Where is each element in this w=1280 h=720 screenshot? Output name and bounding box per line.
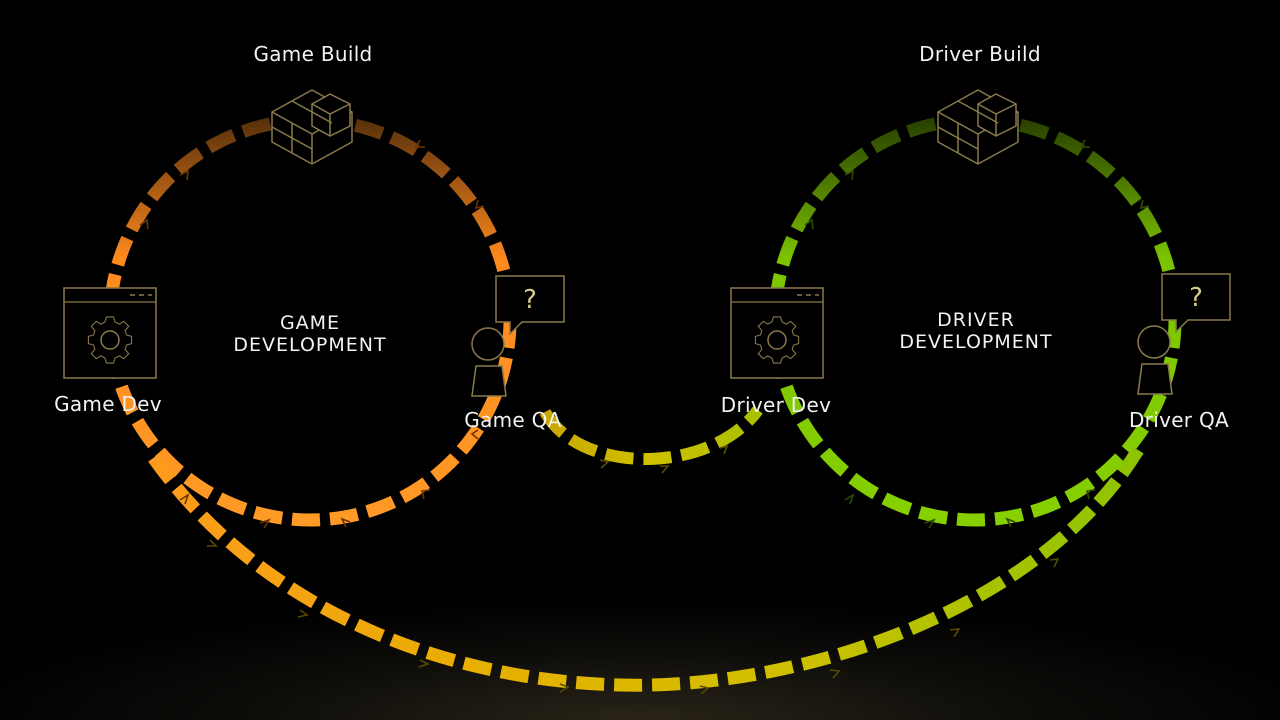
driver-dev-gear-window-icon bbox=[730, 287, 824, 379]
game-development-title: GAME DEVELOPMENT bbox=[233, 312, 386, 356]
game-ring-chevrons bbox=[139, 139, 485, 529]
game-qa-person-question-icon: ? bbox=[471, 275, 565, 397]
driver-build-blocks-icon bbox=[937, 89, 1019, 165]
driver-title-line1: DRIVER bbox=[937, 309, 1015, 331]
game-dev-label: Game Dev bbox=[54, 392, 162, 416]
game-build-label: Game Build bbox=[253, 42, 373, 66]
driver-build-label: Driver Build bbox=[919, 42, 1041, 66]
driver-title-line2: DEVELOPMENT bbox=[899, 331, 1053, 353]
driver-development-title: DRIVER DEVELOPMENT bbox=[899, 309, 1052, 353]
driver-qa-person-question-icon: ? bbox=[1137, 273, 1231, 395]
driver-qa-question-mark: ? bbox=[1189, 283, 1203, 313]
game-title-line1: GAME bbox=[279, 312, 341, 334]
game-dev-gear-window-icon bbox=[63, 287, 157, 379]
game-qa-question-mark: ? bbox=[523, 285, 537, 315]
game-build-blocks-icon bbox=[271, 89, 353, 165]
driver-qa-to-game-dev-path bbox=[142, 446, 1144, 692]
driver-qa-label: Driver QA bbox=[1128, 408, 1230, 432]
driver-dev-label: Driver Dev bbox=[720, 393, 832, 417]
bridge-chevrons bbox=[599, 444, 729, 474]
game-qa-label: Game QA bbox=[464, 408, 562, 432]
game-qa-to-driver-dev-path bbox=[539, 406, 763, 465]
game-title-line2: DEVELOPMENT bbox=[233, 334, 387, 356]
return-path-chevrons bbox=[207, 539, 1060, 695]
driver-ring-chevrons bbox=[804, 139, 1150, 529]
